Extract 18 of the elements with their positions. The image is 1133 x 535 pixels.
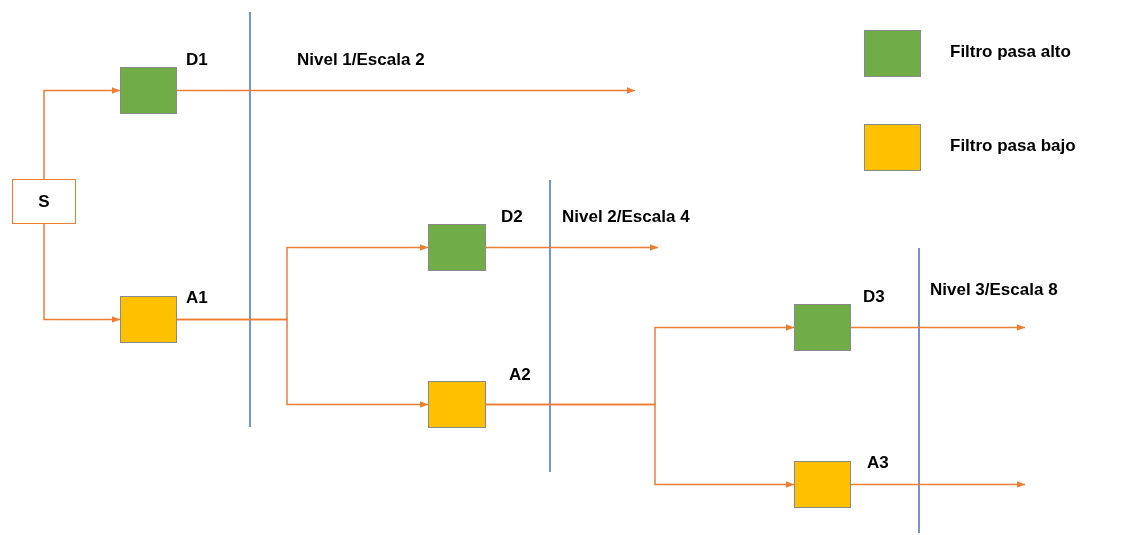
node-label: A1	[186, 288, 208, 308]
node-label: D1	[186, 50, 208, 70]
node-label: A2	[509, 365, 531, 385]
arrow	[485, 403, 795, 488]
signal-box	[12, 179, 76, 224]
legend-label: Filtro pasa bajo	[950, 136, 1076, 156]
arrow	[43, 87, 121, 180]
arrow	[176, 87, 636, 94]
legend-label: Filtro pasa alto	[950, 42, 1071, 62]
arrow	[43, 223, 121, 323]
node-label: S	[37, 192, 51, 212]
node-label: D2	[501, 207, 523, 227]
arrow	[850, 324, 1026, 331]
arrow	[850, 481, 1026, 488]
arrow	[176, 318, 429, 408]
node-label: A3	[867, 453, 889, 473]
node-label: D3	[863, 287, 885, 307]
arrow	[485, 244, 659, 251]
